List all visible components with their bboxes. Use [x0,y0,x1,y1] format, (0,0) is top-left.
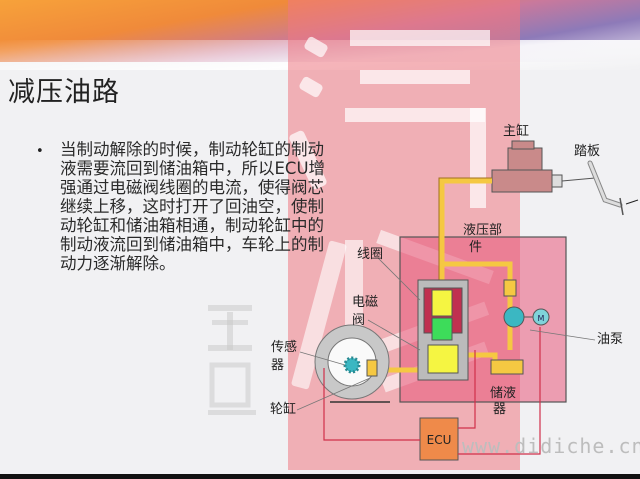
label-coil: 线圈 [357,247,383,262]
label-wheel-cylinder: 轮缸 [270,401,296,417]
bullet-text: 当制动解除的时候，制动轮缸的制动液需要流回到储油箱中，所以ECU增强通过电磁阀线… [60,140,326,273]
pipe-outline [438,177,492,290]
ecu-label: ECU [427,433,452,447]
ecu-box [419,417,459,461]
label-sensor-2: 器 [271,358,284,373]
label-sensor: 传感 [271,339,297,355]
watermark-url: www.didiche.cn [462,434,640,458]
master-cylinder [491,140,563,193]
motor-icon [532,308,550,326]
bullet-marker: • [36,144,44,159]
slide-title: 减压油路 [8,77,120,108]
signal-lines [323,327,541,455]
wheel-cylinder [366,359,378,377]
label-solenoid-valve: 电磁 [352,295,378,310]
label-pump: 油泵 [597,332,623,347]
label-master-cylinder: 主缸 [503,123,529,139]
check-valve [503,279,517,297]
bottom-border [0,474,640,479]
brake-pedal [561,160,639,216]
label-reservoir: 储液 [490,386,516,401]
solenoid-valve [417,279,469,381]
label-hydraulic-unit-2: 件 [469,240,482,255]
label-solenoid-valve-2: 阀 [352,313,365,328]
motor-label: M [538,314,545,323]
label-hydraulic-unit: 液压部 [463,223,502,238]
sensor-gear-icon [343,356,361,374]
pump-icon [503,306,525,328]
label-reservoir-2: 器 [493,402,506,417]
leader-lines [296,257,596,411]
label-pedal: 踏板 [574,144,600,159]
reservoir [490,359,524,375]
wheel-assembly [314,324,390,403]
watermark-char-bao-dian [208,305,256,415]
